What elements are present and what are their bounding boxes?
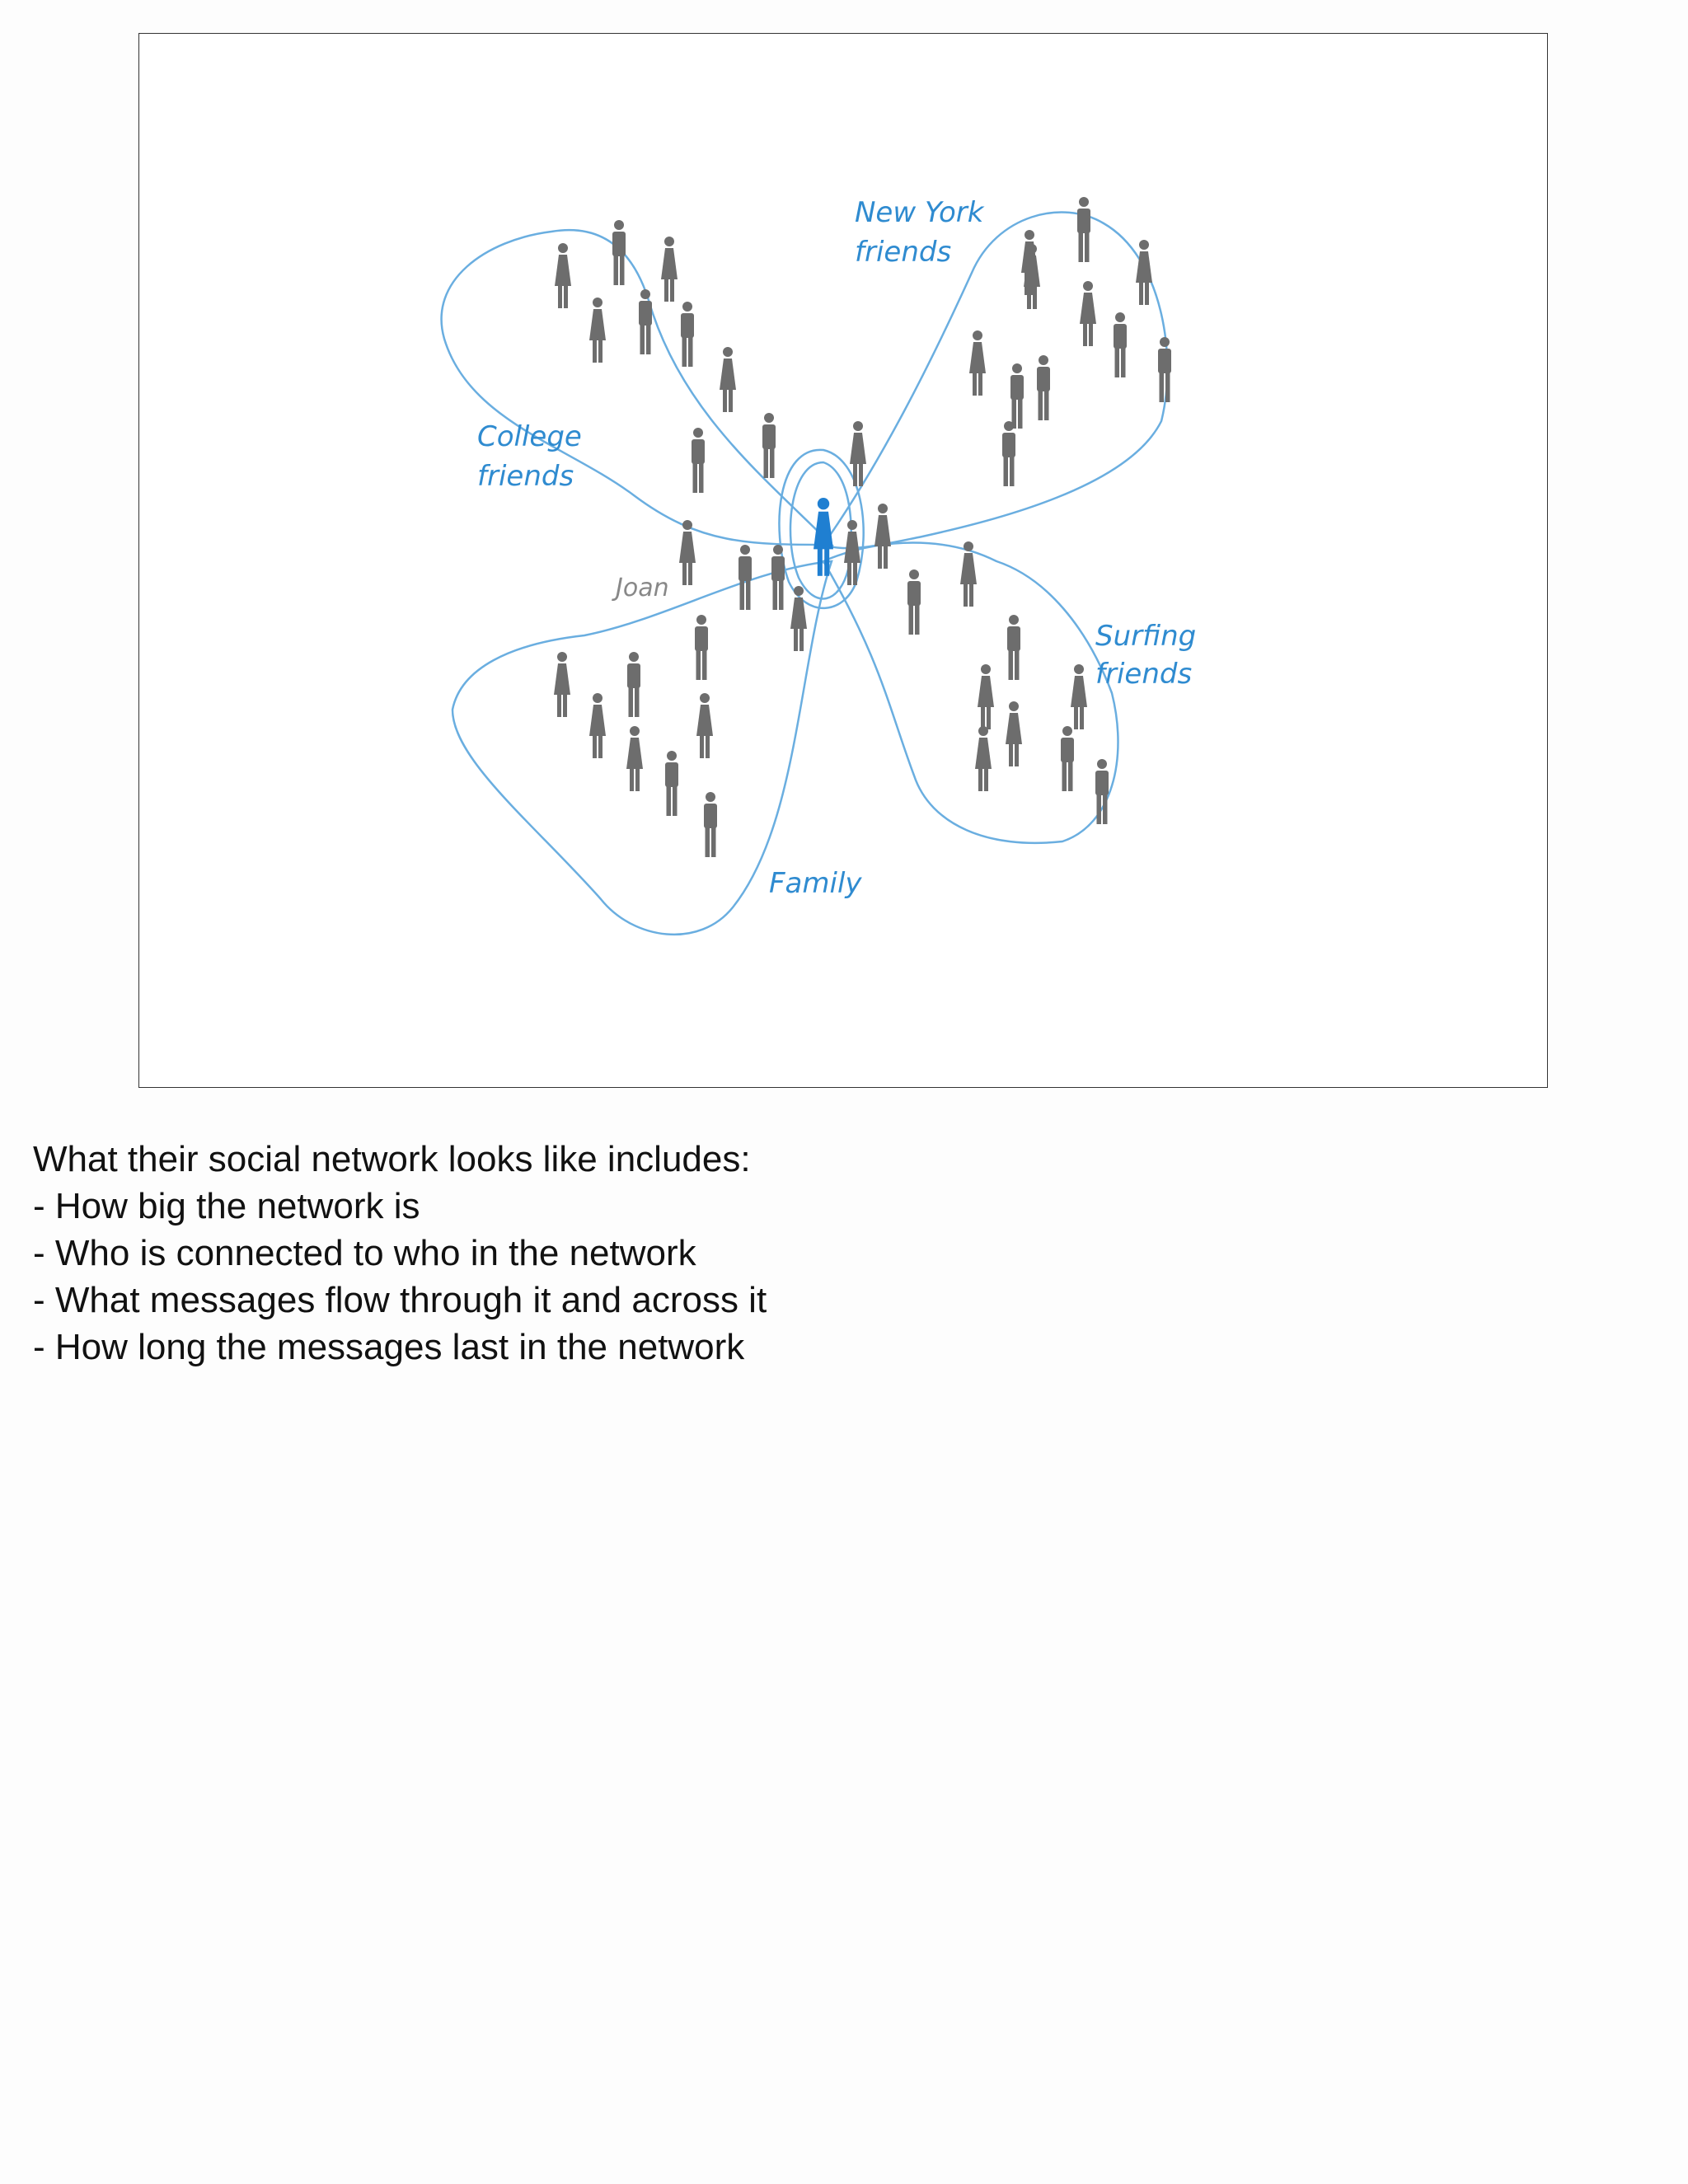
person-female-icon xyxy=(874,504,891,569)
label-surfing-friends: Surfing friends xyxy=(1095,620,1205,691)
person-female-icon xyxy=(720,347,736,412)
person-male-icon xyxy=(639,289,652,354)
person-female-icon xyxy=(1136,240,1152,305)
person-female-icon xyxy=(554,652,570,717)
outline-new-york-friends xyxy=(822,211,1169,550)
person-female-icon xyxy=(696,693,713,758)
label-college-line1: College xyxy=(477,420,582,453)
person-female-icon xyxy=(1071,664,1087,729)
outline-family xyxy=(451,560,833,936)
person-male-icon xyxy=(1158,337,1171,402)
person-male-icon xyxy=(704,792,717,857)
person-male-icon xyxy=(1002,421,1015,486)
outline-surfing-friends xyxy=(822,541,1119,845)
person-female-icon xyxy=(1080,281,1096,346)
person-male-icon xyxy=(695,615,708,680)
person-male-icon xyxy=(1114,312,1127,377)
social-network-diagram: College friends New York friends Surfing… xyxy=(440,196,1205,936)
person-male-icon xyxy=(1037,355,1050,420)
label-family-line1: Family xyxy=(769,867,862,900)
person-male-icon xyxy=(627,652,640,717)
person-female-icon xyxy=(790,586,807,651)
label-new-york-friends: New York friends xyxy=(855,196,992,269)
person-male-icon xyxy=(1077,197,1090,262)
label-college-line2: friends xyxy=(477,460,574,493)
label-family: Family xyxy=(769,867,862,900)
person-male-icon xyxy=(907,569,921,635)
outline-center-outer xyxy=(778,448,865,610)
person-male-icon xyxy=(1007,615,1020,680)
person-male-icon xyxy=(665,751,678,816)
person-male-icon xyxy=(1061,726,1074,791)
person-male-icon xyxy=(1095,759,1109,824)
person-female-icon xyxy=(555,243,571,308)
slide-frame: College friends New York friends Surfing… xyxy=(138,33,1548,1088)
label-college-friends: College friends xyxy=(477,420,591,493)
notes-item-connections: - Who is connected to who in the network xyxy=(33,1233,696,1273)
label-joan: Joan xyxy=(612,574,669,602)
person-female-icon xyxy=(661,237,678,302)
notes-item-messages: - What messages flow through it and acro… xyxy=(33,1280,767,1320)
person-male-icon xyxy=(762,413,776,478)
person-female-icon xyxy=(975,726,992,791)
outline-college-friends xyxy=(440,228,835,546)
person-male-icon xyxy=(738,545,752,610)
person-male-icon xyxy=(612,220,626,285)
label-newyork-line2: friends xyxy=(855,236,951,269)
notes-item-size: - How big the network is xyxy=(33,1186,420,1226)
notes-item-duration: - How long the messages last in the netw… xyxy=(33,1327,745,1367)
person-female-icon xyxy=(969,330,986,396)
outline-center-inner xyxy=(789,461,852,600)
person-female-icon xyxy=(626,726,643,791)
label-surfing-line1: Surfing xyxy=(1095,620,1196,653)
person-female-icon xyxy=(978,664,994,729)
person-male-icon xyxy=(681,302,694,367)
speaker-notes: What their social network looks like inc… xyxy=(33,1136,1269,1371)
label-newyork-line1: New York xyxy=(855,196,985,229)
group-outlines xyxy=(440,211,1169,936)
person-male-icon xyxy=(1010,363,1024,429)
person-female-icon xyxy=(589,298,606,363)
notes-intro: What their social network looks like inc… xyxy=(33,1139,751,1179)
person-female-icon xyxy=(1006,701,1022,766)
person-female-icon xyxy=(589,693,606,758)
label-surfing-line2: friends xyxy=(1095,658,1192,691)
person-male-icon xyxy=(692,428,705,493)
